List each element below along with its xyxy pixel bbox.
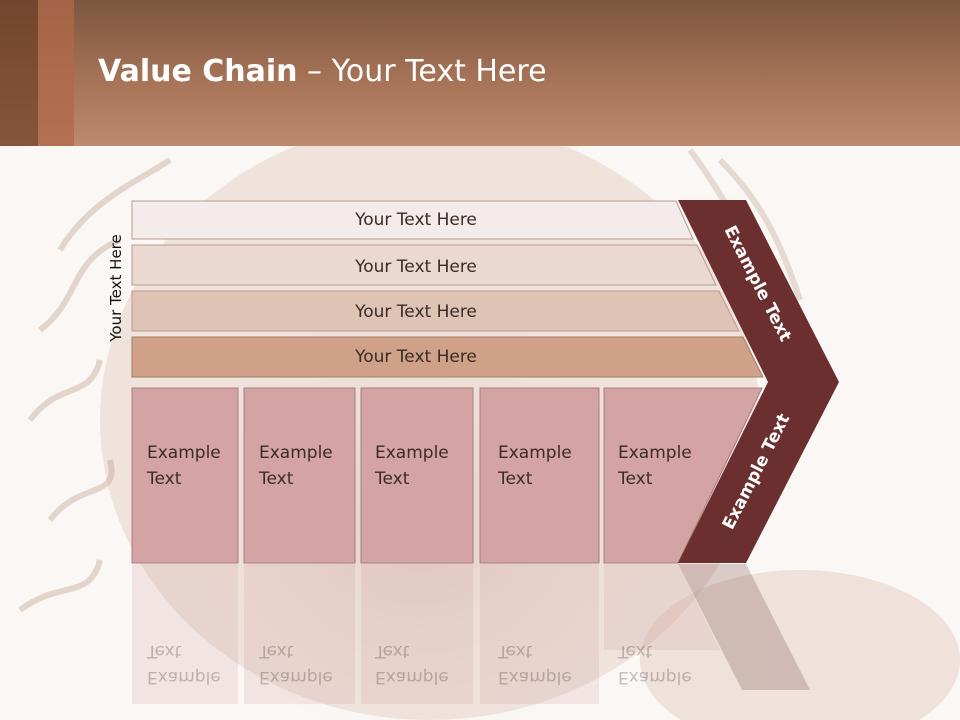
reflected-box-3-line1: Example [375, 667, 449, 687]
reflected-box-5-line1: Example [618, 667, 692, 687]
activity-box-3: Example Text [360, 387, 474, 564]
accent-band-light [38, 0, 74, 146]
reflected-box-3-line2: Text [374, 641, 410, 661]
activity-box-4-line1: Example [498, 443, 572, 463]
reflected-box-5-line2: Text [617, 641, 653, 661]
activity-box-1-line1: Example [147, 443, 221, 463]
side-label: Your Text Here [107, 234, 125, 342]
activity-box-5-line2: Text [617, 469, 653, 489]
reflected-box-4-line2: Text [497, 641, 533, 661]
slide-title-rest: – Your Text Here [297, 54, 547, 89]
row-3: Your Text Here [131, 290, 740, 332]
activity-box-4: Example Text [479, 387, 600, 564]
activity-box-4-line2: Text [497, 469, 533, 489]
row-1: Your Text Here [131, 200, 694, 240]
activity-box-3-line2: Text [374, 469, 410, 489]
row-1-label: Your Text Here [354, 210, 477, 230]
activity-box-2-line2: Text [258, 469, 294, 489]
activity-box-5: Example Text [603, 387, 763, 564]
activity-box-1-line2: Text [146, 469, 182, 489]
slide-title: Value Chain – Your Text Here [98, 54, 547, 89]
row-2-label: Your Text Here [354, 257, 477, 277]
slide-title-bold: Value Chain [98, 54, 298, 89]
reflected-text: Example Text Example Text Example Text E… [146, 641, 692, 687]
reflected-box-4-line1: Example [498, 667, 572, 687]
row-4-label: Your Text Here [354, 347, 477, 367]
row-4: Your Text Here [131, 336, 764, 378]
title-bar: Value Chain – Your Text Here [0, 0, 960, 146]
reflected-box-1-line1: Example [147, 667, 221, 687]
accent-band-dark [0, 0, 38, 146]
reflected-box-2-line1: Example [259, 667, 333, 687]
activity-box-3-line1: Example [375, 443, 449, 463]
row-3-label: Your Text Here [354, 302, 477, 322]
row-2: Your Text Here [131, 244, 717, 286]
activity-box-5-line1: Example [618, 443, 692, 463]
activity-box-2: Example Text [243, 387, 356, 564]
reflected-box-1-line2: Text [146, 641, 182, 661]
activity-box-2-line1: Example [259, 443, 333, 463]
reflected-box-2-line2: Text [258, 641, 294, 661]
activity-box-1: Example Text [131, 387, 239, 564]
diagram-reflection [132, 564, 810, 704]
